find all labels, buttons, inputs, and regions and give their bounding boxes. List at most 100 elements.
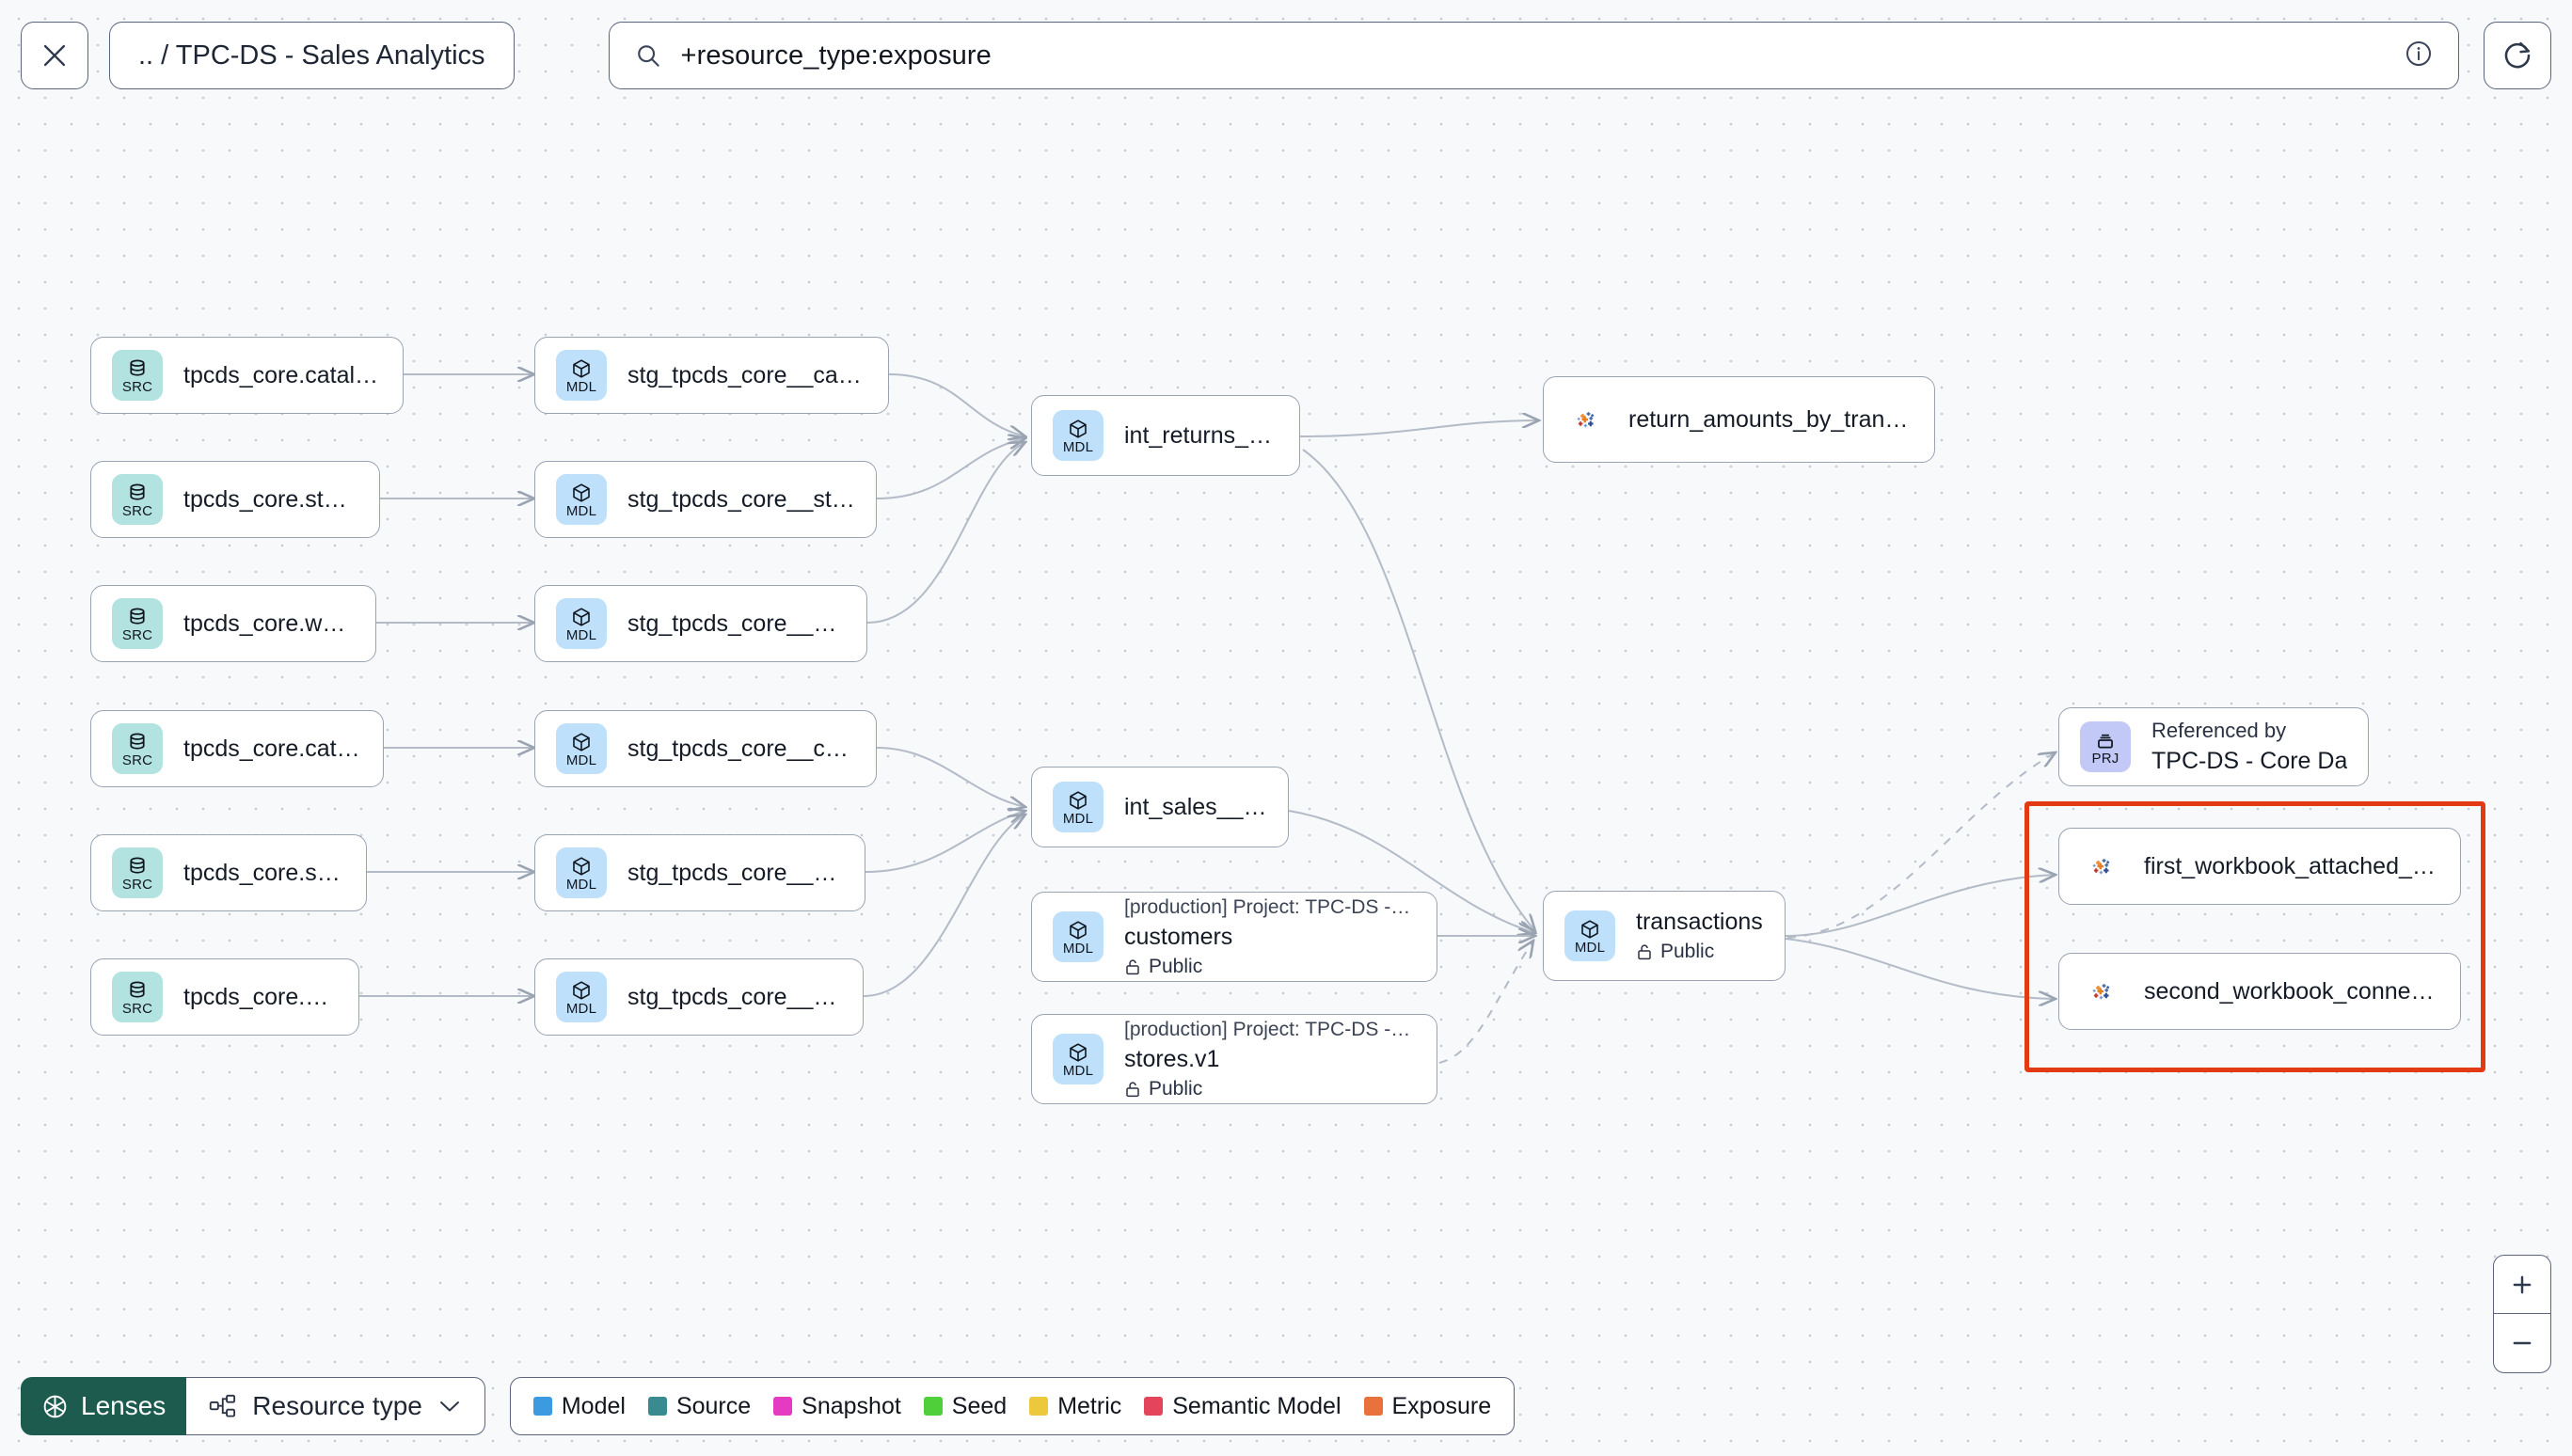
bottom-toolbar: Lenses Resource type [21, 1377, 1516, 1435]
privacy-label: Public [1660, 941, 1715, 962]
model-badge-icon: MDL [556, 598, 607, 649]
graph-node-source[interactable]: SRC tpcds_core.store_returns [90, 461, 380, 538]
legend-label: Metric [1057, 1392, 1122, 1419]
badge-label: MDL [1062, 810, 1094, 827]
project-badge-icon: PRJ [2080, 721, 2131, 772]
badge-label: MDL [565, 752, 597, 768]
model-badge-icon: MDL [556, 972, 607, 1022]
graph-node-model[interactable]: MDL stg_tpcds_core__store_sales [534, 834, 865, 911]
minus-icon [2513, 1341, 2532, 1345]
graph-node-source[interactable]: SRC tpcds_core.catalog_returns [90, 337, 404, 414]
node-label: stg_tpcds_core__catalog_sales [627, 735, 855, 762]
breadcrumb[interactable]: .. / TPC-DS - Sales Analytics [109, 22, 515, 89]
graph-node-model[interactable]: MDL int_sales__unioned [1031, 767, 1289, 847]
graph-node-model[interactable]: MDL int_returns__unioned [1031, 395, 1300, 476]
source-badge-icon: SRC [112, 723, 163, 774]
hierarchy-icon [209, 1393, 237, 1419]
badge-label: SRC [121, 378, 153, 395]
legend-swatch [1363, 1397, 1383, 1416]
legend-item-semantic-model[interactable]: Semantic Model [1144, 1393, 1342, 1420]
model-badge-icon: MDL [1053, 410, 1103, 461]
search-input[interactable]: +resource_type:exposure [680, 40, 992, 71]
legend-label: Snapshot [802, 1392, 901, 1419]
badge-label: SRC [121, 1000, 153, 1017]
top-toolbar: .. / TPC-DS - Sales Analytics +resource_… [0, 0, 2572, 111]
legend-swatch [647, 1397, 667, 1416]
search-bar[interactable]: +resource_type:exposure [608, 22, 2459, 89]
source-badge-icon: SRC [112, 474, 163, 525]
legend-swatch [1029, 1397, 1049, 1416]
exposure-plus-cluster-icon [1564, 398, 1608, 441]
zoom-in-button[interactable] [2494, 1256, 2550, 1314]
badge-label: MDL [565, 502, 597, 519]
graph-node-model[interactable]: MDL stg_tpcds_core__catalog_sales [534, 710, 877, 787]
legend-item-model[interactable]: Model [532, 1392, 626, 1420]
legend-label: Seed [951, 1392, 1008, 1419]
graph-node-source[interactable]: SRC tpcds_core.web_returns [90, 585, 376, 662]
privacy-badge: Public [1636, 941, 1763, 963]
legend-label: Model [561, 1392, 626, 1419]
node-label: stores.v1 [1124, 1045, 1220, 1072]
search-icon [634, 41, 662, 70]
graph-node-model[interactable]: MDL stg_tpcds_core__web_returns [534, 585, 867, 662]
badge-label: MDL [1574, 939, 1606, 956]
legend-item-seed[interactable]: Seed [923, 1392, 1008, 1420]
privacy-badge: Public [1124, 956, 1416, 978]
model-badge-icon: MDL [556, 350, 607, 401]
lens-control-group: Lenses Resource type [21, 1377, 485, 1435]
graph-node-source[interactable]: SRC tpcds_core.store_sales [90, 834, 367, 911]
legend-swatch [1144, 1397, 1164, 1416]
node-label: stg_tpcds_core__web_sales [627, 983, 842, 1010]
close-icon [43, 44, 66, 67]
graph-node-exposure[interactable]: first_workbook_attached_to_tpc-ds_-_… [2058, 828, 2461, 905]
model-badge-icon: MDL [556, 847, 607, 898]
graph-node-project[interactable]: PRJ Referenced by TPC-DS - Core Data Mod… [2058, 707, 2369, 786]
graph-node-source[interactable]: SRC tpcds_core.catalog_sales [90, 710, 384, 787]
unlock-icon [1126, 958, 1139, 974]
unlock-icon [1638, 944, 1651, 960]
source-badge-icon: SRC [112, 972, 163, 1022]
exposure-plus-cluster-icon [2080, 970, 2123, 1013]
lenses-label: Lenses [81, 1391, 167, 1420]
badge-label: PRJ [2091, 750, 2120, 767]
legend-item-metric[interactable]: Metric [1029, 1393, 1121, 1420]
resource-type-label: Resource type [252, 1391, 422, 1420]
resource-type-dropdown[interactable]: Resource type [186, 1377, 485, 1435]
node-label: tpcds_core.web_sales [183, 983, 338, 1010]
graph-node-source[interactable]: SRC tpcds_core.web_sales [90, 958, 359, 1036]
model-badge-icon: MDL [1053, 782, 1103, 832]
close-button[interactable] [21, 22, 88, 89]
info-icon[interactable] [2404, 39, 2434, 73]
node-ref-title: Referenced by [2151, 719, 2287, 742]
legend-item-snapshot[interactable]: Snapshot [773, 1393, 901, 1420]
graph-node-model[interactable]: MDL stg_tpcds_core__catalog_returns [534, 337, 889, 414]
legend-item-exposure[interactable]: Exposure [1363, 1393, 1491, 1420]
graph-node-model[interactable]: MDL stg_tpcds_core__web_sales [534, 958, 864, 1036]
refresh-button[interactable] [2484, 22, 2551, 89]
graph-node-model[interactable]: MDL [production] Project: TPC-DS - Core … [1031, 892, 1437, 982]
graph-node-model[interactable]: MDL transactions Public [1543, 891, 1786, 981]
graph-node-model[interactable]: MDL stg_tpcds_core__store_returns [534, 461, 877, 538]
badge-label: SRC [121, 626, 153, 643]
node-project-label: [production] Project: TPC-DS - Core Data… [1124, 1018, 1416, 1040]
graph-node-exposure[interactable]: second_workbook_connected_to_live… [2058, 953, 2461, 1030]
model-badge-icon: MDL [1564, 910, 1615, 961]
node-label: tpcds_core.catalog_returns [183, 361, 382, 388]
legend-label: Source [675, 1392, 752, 1419]
resource-type-legend: Model Source Snapshot Seed Metric Semant… [509, 1377, 1516, 1435]
badge-label: SRC [121, 876, 153, 893]
legend-item-source[interactable]: Source [647, 1392, 752, 1420]
badge-label: MDL [565, 1000, 597, 1017]
badge-label: MDL [565, 626, 597, 643]
zoom-out-button[interactable] [2494, 1314, 2550, 1372]
node-label: tpcds_core.store_sales [183, 859, 345, 886]
graph-node-exposure[interactable]: return_amounts_by_transaction_type [1543, 376, 1935, 463]
lenses-button[interactable]: Lenses [21, 1377, 187, 1435]
graph-node-model[interactable]: MDL [production] Project: TPC-DS - Core … [1031, 1014, 1437, 1104]
badge-label: MDL [1062, 1062, 1094, 1079]
source-badge-icon: SRC [112, 598, 163, 649]
privacy-label: Public [1149, 955, 1203, 977]
node-label: int_sales__unioned [1124, 793, 1267, 820]
